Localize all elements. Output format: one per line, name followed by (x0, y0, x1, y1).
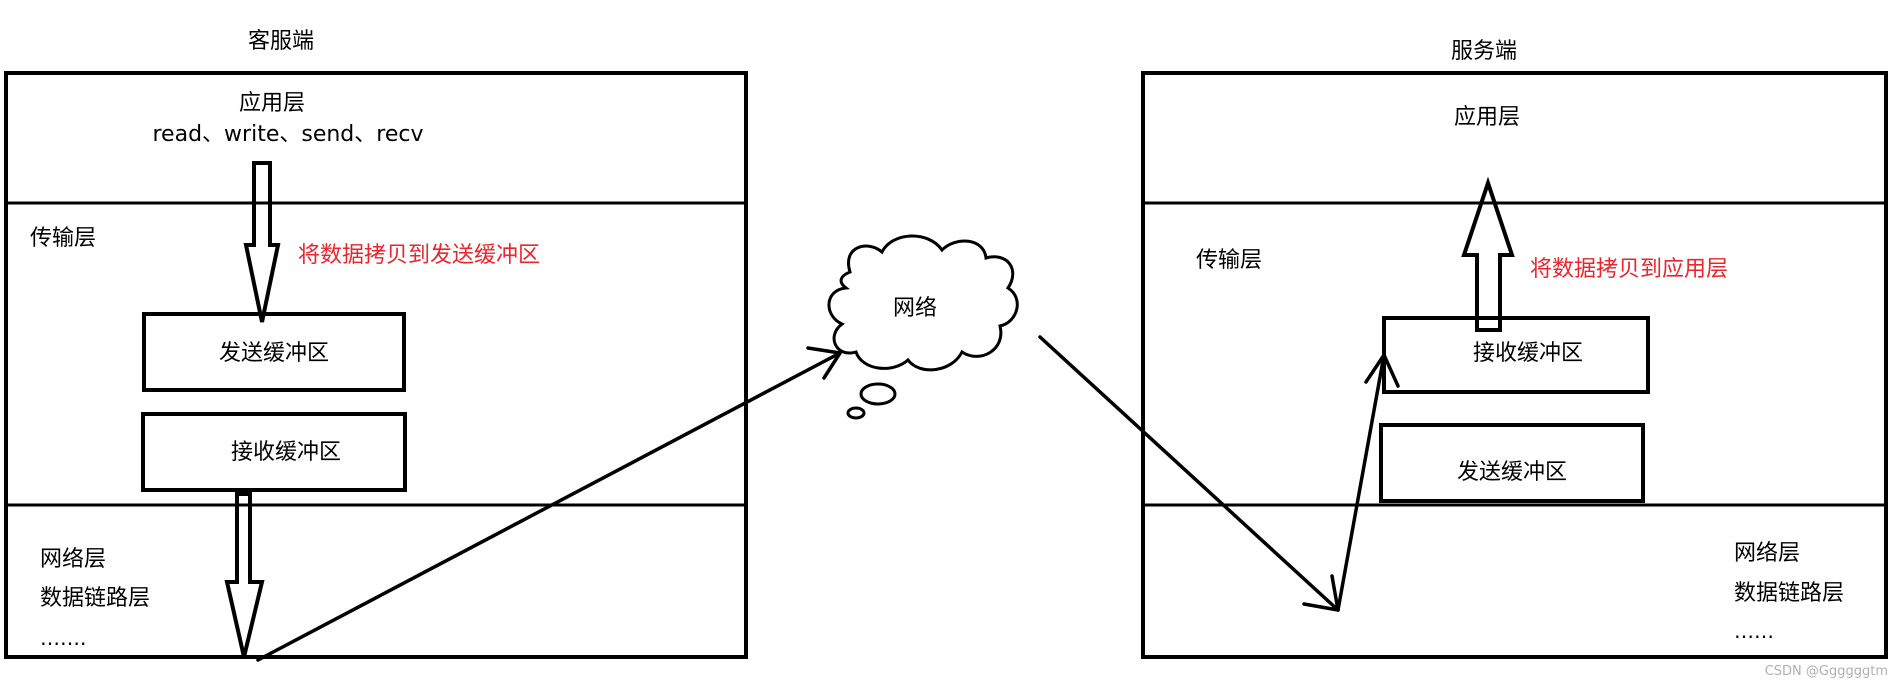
server-recv-buffer (1382, 316, 1650, 394)
client-more-layers-label: ……. (40, 626, 86, 650)
client-send-buffer-label: 发送缓冲区 (219, 341, 329, 366)
client-app-layer-label: 应用层 (239, 91, 305, 116)
cloud-bubble-small (846, 406, 866, 420)
client-network-layer-label: 网络层 (40, 547, 106, 572)
client-send-buffer (142, 312, 406, 392)
client-datalink-layer-label: 数据链路层 (40, 586, 150, 611)
path-client-to-cloud (256, 351, 842, 662)
client-recv-buffer-label: 接收缓冲区 (231, 440, 341, 465)
server-recv-buffer-label: 接收缓冲区 (1473, 341, 1583, 366)
network-cloud-label: 网络 (893, 296, 937, 321)
network-cloud-group: 网络 (827, 234, 1019, 420)
server-send-buffer-label: 发送缓冲区 (1457, 460, 1567, 485)
client-transport-layer-label: 传输层 (30, 226, 96, 251)
path-server-up-to-recv (1336, 353, 1386, 612)
server-copy-arrow (1461, 176, 1515, 332)
path-client-to-cloud-arrowhead (806, 346, 842, 380)
server-app-layer-label: 应用层 (1454, 105, 1520, 130)
client-app-apis: read、write、send、recv (153, 122, 424, 147)
server-network-layer-label: 网络层 (1734, 541, 1800, 566)
client-copy-note: 将数据拷贝到发送缓冲区 (298, 243, 540, 268)
network-cloud (827, 234, 1019, 372)
path-cloud-to-server (1038, 335, 1340, 612)
server-box (1141, 71, 1888, 659)
data-path (256, 335, 1400, 662)
server-more-layers-label: …… (1734, 619, 1774, 643)
server-group: 服务端 应用层 传输层 将数据拷贝到应用层 接收缓冲区 发送缓冲区 网络层 数据… (1141, 39, 1888, 659)
client-box (4, 71, 748, 659)
client-group: 客服端 应用层 read、write、send、recv 传输层 将数据拷贝到发… (4, 29, 748, 659)
server-title: 服务端 (1451, 39, 1517, 64)
server-copy-note: 将数据拷贝到应用层 (1530, 257, 1728, 282)
server-datalink-layer-label: 数据链路层 (1734, 581, 1844, 606)
client-downward-arrow (224, 492, 265, 658)
client-title: 客服端 (248, 29, 314, 54)
client-recv-buffer (141, 412, 407, 492)
watermark: CSDN @Ggggggtm (1765, 664, 1888, 679)
cloud-bubble-large (859, 382, 897, 406)
server-transport-layer-label: 传输层 (1196, 248, 1262, 273)
server-send-buffer (1379, 423, 1645, 503)
client-copy-arrow (243, 161, 281, 323)
